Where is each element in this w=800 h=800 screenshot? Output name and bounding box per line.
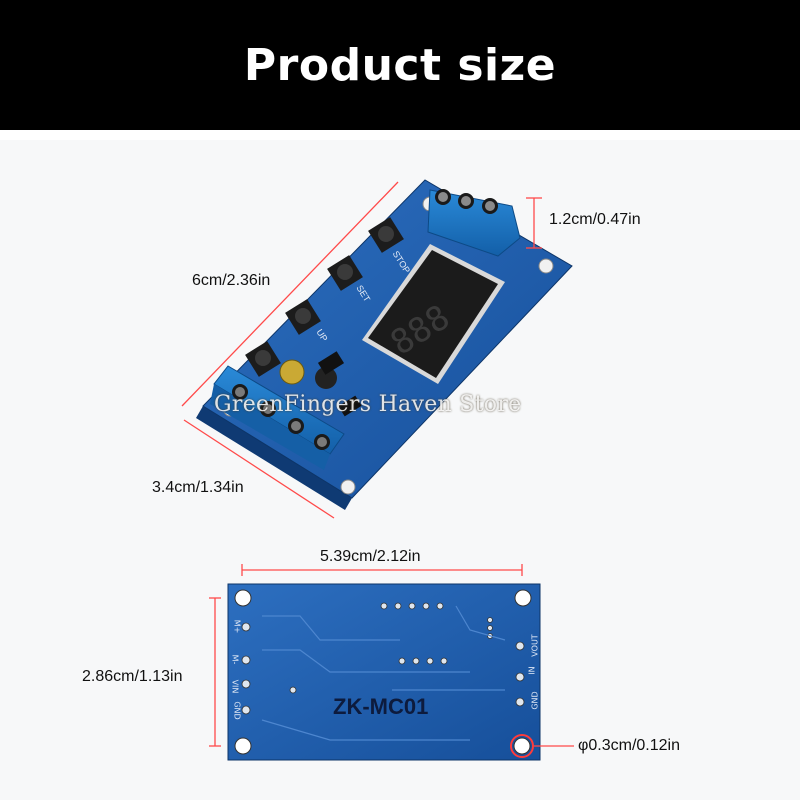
inductor [315,367,337,389]
chip [338,395,362,417]
pin-label-vout: VOUT [530,634,540,657]
capacitor [279,359,305,385]
dim-board-width-label: 2.86cm/1.13in [82,668,183,685]
dim-board-length-label: 5.39cm/2.12in [320,548,421,565]
title-banner: Product size [0,0,800,130]
stop-button[interactable] [368,217,404,253]
top-board: 888 STOP SET UP [196,179,573,510]
terminal-block-top [427,189,521,257]
mount-hole [340,479,356,495]
dim-length-label: 6cm/2.36in [192,272,271,289]
pin-label-vin: VIN [230,679,240,694]
bottom-board [227,583,541,761]
chip [317,351,345,375]
pin-label-m-minus: M- [230,654,240,665]
store-watermark: GreenFingers Haven Store [214,392,522,417]
pin-label-gnd-right: GND [530,691,540,710]
up-button[interactable] [285,299,321,335]
dim-width-label: 3.4cm/1.34in [152,479,244,496]
dim-hole-label: φ0.3cm/0.12in [578,737,680,754]
pin-label-gnd: GND [232,701,242,720]
set-button[interactable] [327,255,363,291]
mount-hole [234,589,252,607]
mount-hole [538,258,554,274]
mount-hole [514,589,532,607]
mount-hole [234,737,252,755]
dimension-lines-top [181,181,542,519]
model-label: ZK-MC01 [333,694,429,719]
down-button[interactable] [245,341,281,377]
led-display: 888 [362,244,505,384]
pin-label-in: IN [527,666,537,675]
pin-label-m-plus: M+ [232,619,242,634]
page-title: Product size [243,39,557,91]
dimension-lines-bottom [209,564,574,747]
terminal-block-bottom [210,365,345,470]
mount-hole-highlighted [513,737,531,755]
dim-height-label: 1.2cm/0.47in [549,211,641,228]
